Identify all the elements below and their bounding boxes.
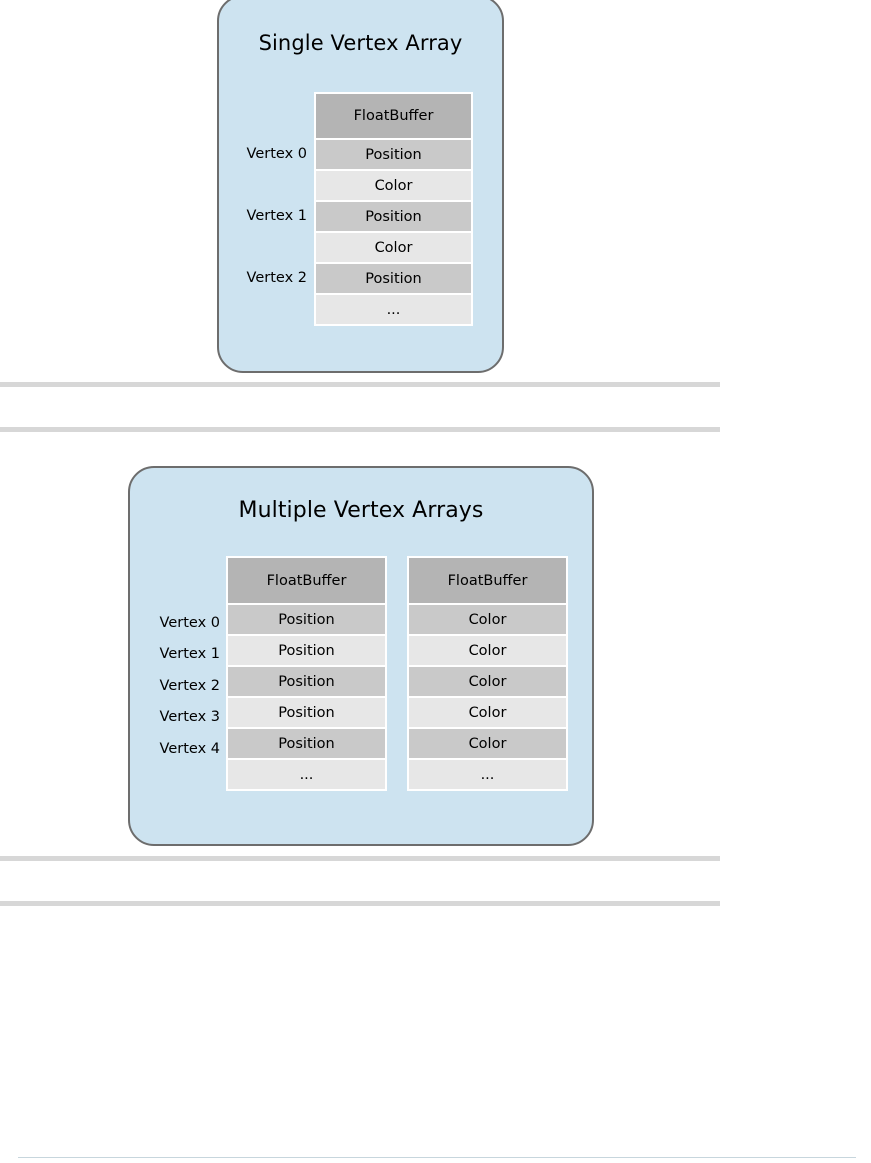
buffer-row-cell: Color (316, 171, 471, 200)
buffer-row-cell: Color (409, 667, 566, 696)
vertex-label: Vertex 1 (246, 208, 307, 224)
page-separator-rule (0, 901, 720, 906)
vertex-label-column: Vertex 0 Vertex 1 Vertex 2 (227, 0, 307, 371)
buffer-header-cell: FloatBuffer (316, 94, 471, 138)
page-footer-rule (18, 1157, 856, 1158)
buffer-row-cell: Color (409, 636, 566, 665)
vertex-label: Vertex 0 (159, 615, 220, 631)
buffer-row-cell: Position (228, 636, 385, 665)
buffer-row-cell: ... (409, 760, 566, 789)
vertex-label: Vertex 4 (159, 740, 220, 757)
buffer-row-cell: Position (228, 698, 385, 727)
buffer-row-cell: Position (316, 140, 471, 169)
buffer-row-cell: ... (316, 295, 471, 324)
vertex-label-column: Vertex 0 Vertex 1 Vertex 2 Vertex 3 Vertex 4 (142, 468, 220, 844)
vertex-label: Vertex 2 (159, 677, 220, 694)
buffer-row-cell: Color (409, 698, 566, 727)
buffer-row-cell: Position (228, 729, 385, 758)
buffer-row-cell: Position (228, 605, 385, 634)
vertex-label: Vertex 0 (246, 146, 307, 162)
vertex-label: Vertex 3 (159, 709, 220, 726)
buffer-row-cell: Color (316, 233, 471, 262)
buffer-row-cell: ... (228, 760, 385, 789)
buffer-header-cell: FloatBuffer (228, 558, 385, 603)
page-separator-rule (0, 382, 720, 387)
buffer-row-cell: Color (409, 605, 566, 634)
page-separator-rule (0, 856, 720, 861)
buffer-row-cell: Position (316, 264, 471, 293)
diagram-title: Multiple Vertex Arrays (238, 498, 484, 523)
buffer-row-cell: Position (316, 202, 471, 231)
buffer-row-cell: Position (228, 667, 385, 696)
buffer-header-cell: FloatBuffer (409, 558, 566, 603)
diagram-title: Single Vertex Array (258, 31, 463, 55)
vertex-label: Vertex 2 (246, 270, 307, 286)
page-separator-rule (0, 427, 720, 432)
buffer-row-cell: Color (409, 729, 566, 758)
vertex-label: Vertex 1 (159, 646, 220, 663)
